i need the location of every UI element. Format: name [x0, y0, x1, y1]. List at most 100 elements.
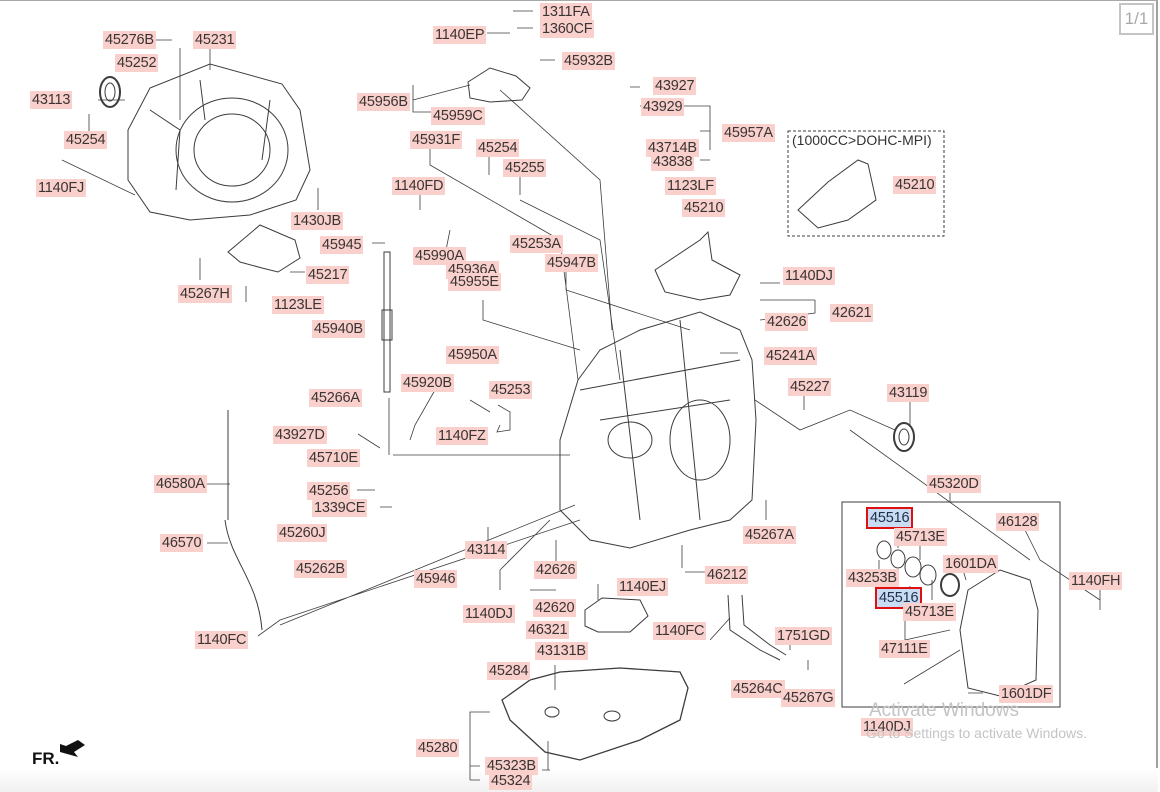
- rear-cover-45320D: [959, 569, 1039, 697]
- part-label[interactable]: 45276B: [103, 31, 156, 49]
- part-label[interactable]: 1601DA: [943, 555, 999, 573]
- part-label[interactable]: 45267G: [781, 689, 836, 707]
- inhibitor-switch-45956B: [467, 67, 531, 103]
- part-label[interactable]: 45260J: [277, 524, 328, 542]
- part-label[interactable]: 42620: [533, 599, 577, 617]
- part-label[interactable]: 45231: [193, 31, 237, 49]
- part-label[interactable]: 45956B: [357, 93, 410, 111]
- part-label[interactable]: 45252: [115, 54, 159, 72]
- part-label[interactable]: 43838: [651, 153, 695, 171]
- part-label[interactable]: 1140FJ: [36, 179, 87, 197]
- part-label[interactable]: 1123LE: [272, 296, 324, 314]
- part-label[interactable]: 45241A: [764, 347, 817, 365]
- part-label[interactable]: 45950A: [446, 346, 499, 364]
- part-label[interactable]: 45266A: [309, 389, 362, 407]
- transmission-case-front: [127, 63, 311, 221]
- part-label[interactable]: 45253: [489, 381, 533, 399]
- part-label[interactable]: 45253A: [510, 235, 563, 253]
- part-label[interactable]: 45946: [414, 570, 458, 588]
- part-label[interactable]: 45267A: [743, 526, 796, 544]
- part-label[interactable]: 45940B: [312, 320, 365, 338]
- part-label[interactable]: 46570: [160, 534, 204, 552]
- o-rings: [876, 540, 960, 597]
- part-label[interactable]: 1360CF: [540, 20, 595, 38]
- part-label[interactable]: 45323B: [485, 757, 538, 775]
- part-label[interactable]: 43114: [465, 541, 508, 559]
- part-label[interactable]: 43927D: [273, 426, 327, 444]
- part-label[interactable]: 47111E: [879, 640, 930, 658]
- part-label[interactable]: 45256: [307, 482, 351, 500]
- part-label[interactable]: 45947B: [545, 254, 598, 272]
- part-label[interactable]: 1140FD: [392, 177, 446, 195]
- part-label[interactable]: 45217: [306, 266, 350, 284]
- part-label[interactable]: 45254: [64, 131, 108, 149]
- part-label[interactable]: 45955E: [448, 273, 501, 291]
- part-label[interactable]: 1140FZ: [436, 427, 488, 445]
- part-label[interactable]: 46321: [526, 621, 570, 639]
- part-label[interactable]: 1311FA: [540, 3, 592, 21]
- part-label[interactable]: 45959C: [431, 107, 485, 125]
- part-label[interactable]: 43714B: [646, 139, 699, 157]
- part-label[interactable]: 45957A: [722, 124, 775, 142]
- part-label[interactable]: 45254: [476, 139, 520, 157]
- part-label[interactable]: 45320D: [927, 475, 981, 493]
- part-label[interactable]: 45713E: [903, 603, 956, 621]
- part-label[interactable]: 45284: [487, 662, 531, 680]
- part-label[interactable]: 1140FC: [653, 622, 707, 640]
- windows-activation-watermark-title: Activate Windows: [869, 700, 1019, 721]
- part-label[interactable]: 1140FH: [1069, 572, 1123, 590]
- part-label-highlighted[interactable]: 45516: [874, 587, 923, 609]
- part-label[interactable]: 45264C: [731, 680, 785, 698]
- part-label[interactable]: 45945: [320, 236, 364, 254]
- part-label[interactable]: 45255: [503, 159, 547, 177]
- part-label[interactable]: 45931F: [410, 131, 462, 149]
- part-label[interactable]: 1140EP: [433, 26, 487, 44]
- part-label[interactable]: 42621: [830, 304, 874, 322]
- part-label[interactable]: 1140DJ: [783, 267, 835, 285]
- part-label[interactable]: 45324: [489, 772, 533, 790]
- part-label[interactable]: 45932B: [562, 52, 615, 70]
- part-label[interactable]: 46128: [996, 513, 1040, 531]
- part-label[interactable]: 45710E: [307, 449, 360, 467]
- part-label[interactable]: 1601DF: [999, 685, 1054, 703]
- part-label[interactable]: 43927: [653, 77, 697, 95]
- part-label[interactable]: 42626: [765, 313, 809, 331]
- part-label[interactable]: 45262B: [294, 560, 347, 578]
- part-label[interactable]: 45210: [682, 199, 726, 217]
- oil-filter-46321: [584, 597, 649, 633]
- part-label[interactable]: 45267H: [178, 285, 232, 303]
- oil-pan-45280: [501, 667, 689, 761]
- mount-45210-variant: [797, 159, 877, 229]
- mount-45210: [654, 230, 741, 301]
- part-label[interactable]: 1140FC: [195, 631, 249, 649]
- windows-activation-watermark-subtitle: Go to Settings to activate Windows.: [866, 725, 1087, 741]
- oil-seal-43113: [99, 76, 121, 108]
- part-label[interactable]: 43929: [641, 98, 685, 116]
- part-label[interactable]: 46580A: [154, 475, 207, 493]
- part-label[interactable]: 45990A: [413, 247, 466, 265]
- part-label[interactable]: 45227: [788, 378, 832, 396]
- part-label[interactable]: 1751GD: [775, 627, 832, 645]
- part-label[interactable]: 1339CE: [312, 499, 368, 517]
- part-label[interactable]: 45920B: [401, 374, 454, 392]
- part-label[interactable]: 43253B: [846, 569, 899, 587]
- part-label[interactable]: 43119: [887, 384, 930, 402]
- part-label[interactable]: 1140EJ: [617, 578, 668, 596]
- part-label[interactable]: 1430JB: [291, 212, 343, 230]
- part-label[interactable]: 45713E: [894, 528, 947, 546]
- part-label[interactable]: 42626: [534, 561, 578, 579]
- page-indicator: 1/1: [1119, 3, 1154, 35]
- dipstick-tube-46570: [224, 410, 263, 631]
- part-label[interactable]: 43113: [30, 91, 73, 109]
- part-label[interactable]: 1123LF: [665, 177, 716, 195]
- part-label[interactable]: 1140DJ: [861, 718, 913, 736]
- part-label-highlighted[interactable]: 45516: [865, 507, 914, 529]
- leader-lines: [61, 10, 1101, 781]
- part-label[interactable]: 43131B: [535, 642, 588, 660]
- part-label[interactable]: 1140DJ: [463, 605, 515, 623]
- variant-note: (1000CC>DOHC-MPI): [792, 132, 932, 148]
- part-label[interactable]: 46212: [705, 566, 749, 584]
- part-label[interactable]: 45280: [416, 739, 460, 757]
- part-label[interactable]: 45210: [893, 176, 937, 194]
